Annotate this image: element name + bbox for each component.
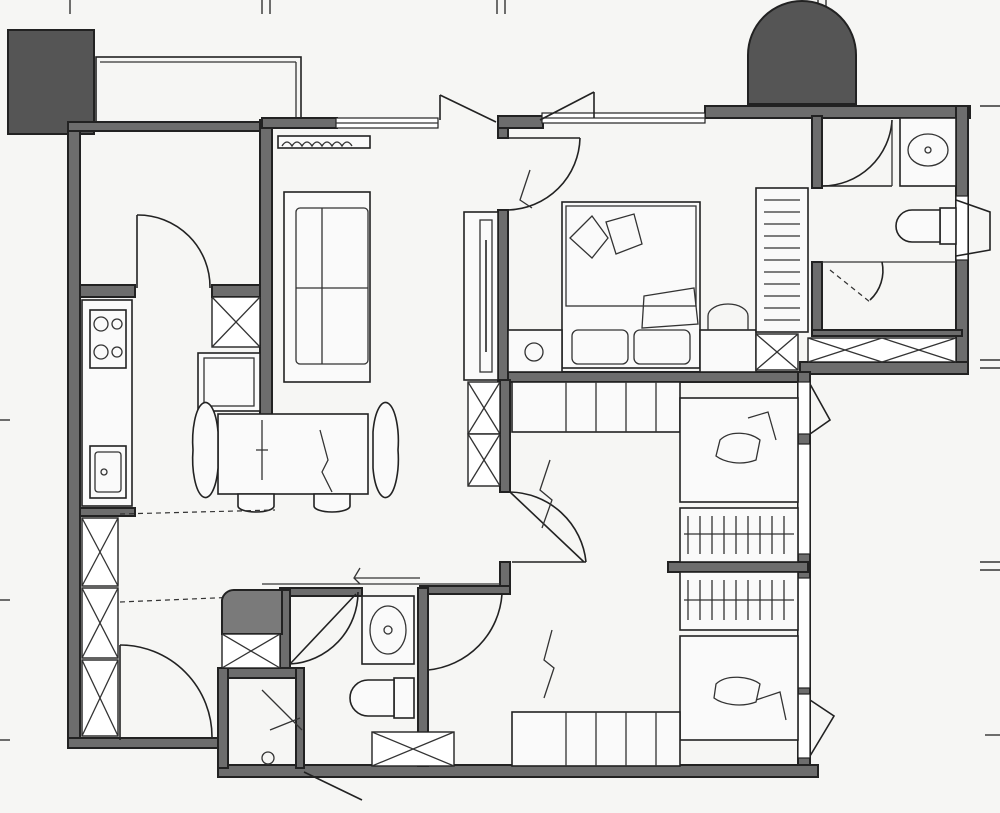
bed-icon — [561, 201, 701, 369]
wardrobe-icon — [755, 187, 809, 333]
sideboard — [197, 352, 261, 412]
wall-shelf — [511, 711, 681, 767]
balcony-rail — [95, 56, 302, 125]
dining-table-icon — [191, 401, 400, 513]
storage-cabinet — [467, 381, 501, 487]
wall-shelf — [511, 381, 681, 433]
air-conditioner-icon — [277, 135, 371, 149]
window-opening — [955, 199, 991, 257]
kitchen-cabinets — [81, 517, 119, 737]
wardrobe-icon — [679, 507, 799, 563]
fridge-icon — [211, 296, 261, 348]
door-swing-icon — [439, 91, 595, 123]
stove-icon — [89, 309, 127, 369]
door-swing-icon — [506, 137, 581, 211]
washbasin-icon — [361, 595, 415, 665]
door-swing-icon — [427, 588, 555, 699]
door-swing-icon — [261, 689, 363, 801]
windows — [335, 112, 969, 759]
shoe-cabinet — [221, 588, 283, 669]
door-swing-icon — [136, 214, 211, 289]
washbasin-icon — [899, 117, 957, 187]
sofa-icon — [283, 191, 371, 383]
door-swing-icon — [821, 119, 893, 187]
bed-icon — [679, 635, 799, 741]
margin-ticks — [0, 0, 1000, 741]
storage-cabinet — [807, 337, 957, 363]
door-swing-icon — [289, 591, 359, 665]
sink-icon — [89, 445, 127, 499]
ac-unit-right — [747, 0, 857, 105]
tv-cabinet — [463, 211, 499, 381]
bed-icon — [679, 397, 799, 503]
door-swing-icon — [509, 459, 587, 563]
window-opening — [809, 699, 836, 757]
door-swing-icon — [119, 644, 213, 740]
window-opening — [809, 383, 832, 435]
ac-unit-left — [7, 29, 95, 135]
shower-tray — [371, 731, 455, 767]
side-table — [507, 329, 563, 373]
desk — [699, 329, 757, 373]
toilet-icon — [895, 207, 957, 245]
wardrobe-icon — [679, 571, 799, 631]
storage-cabinet — [755, 333, 799, 371]
toilet-icon — [349, 677, 415, 719]
